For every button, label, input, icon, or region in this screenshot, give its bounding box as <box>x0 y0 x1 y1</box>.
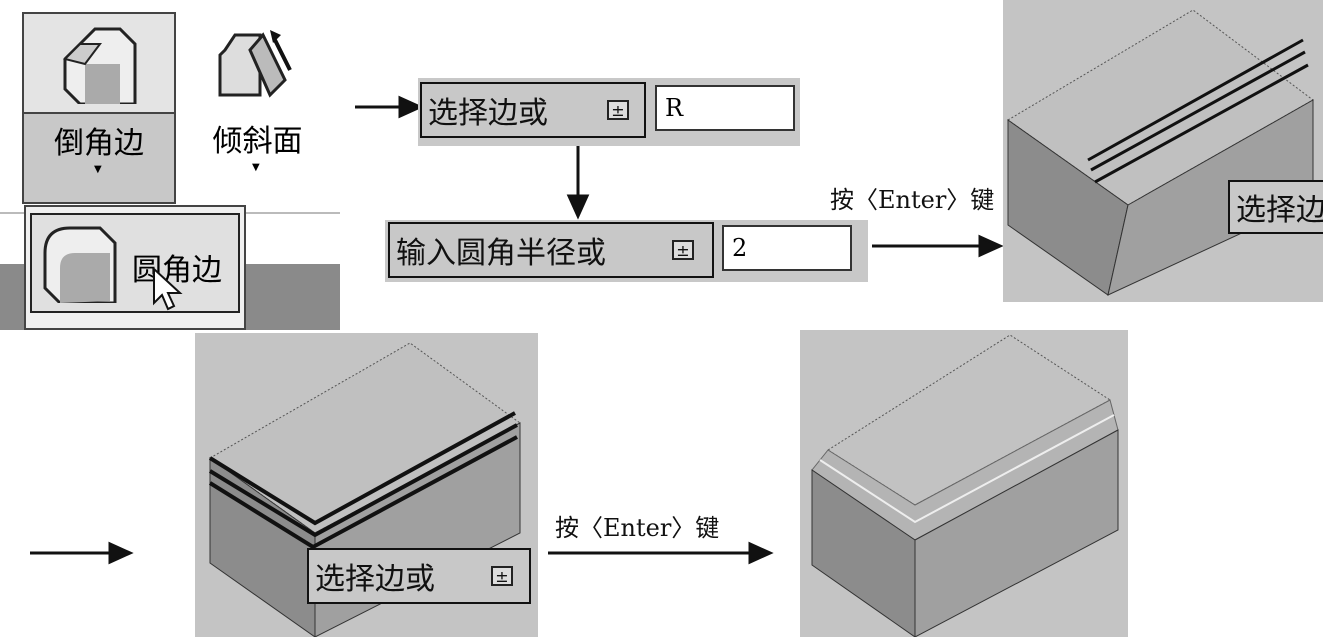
viewport-filleted-result <box>800 330 1128 637</box>
prompt-text: 选择边或 <box>315 562 435 597</box>
dropdown-menu: 圆角边 <box>24 205 246 330</box>
chamfer-label: 倒角边 <box>54 126 144 161</box>
taper-face-button[interactable]: 倾斜面 ▼ <box>200 20 315 190</box>
chamfer-icon <box>63 27 137 104</box>
radius-input[interactable]: 2 <box>722 225 852 271</box>
box-model <box>1007 9 1314 296</box>
expand-icon[interactable]: ± <box>491 566 513 586</box>
fillet-edge-menu-item[interactable]: 圆角边 <box>30 213 240 313</box>
expand-icon[interactable]: ± <box>607 100 629 120</box>
radius-option-input[interactable]: R <box>655 85 795 131</box>
select-edge-prompt: 选择边或 ± <box>307 548 531 604</box>
chamfer-edge-button[interactable]: 倒角边 ▼ <box>22 12 176 204</box>
select-edge-prompt: 选择边 <box>1228 180 1323 234</box>
press-enter-label: 按〈Enter〉键 <box>830 186 995 214</box>
chevron-down-icon: ▼ <box>94 164 102 175</box>
ribbon-panel: 倒角边 ▼ 倾斜面 ▼ 圆角边 <box>0 0 340 330</box>
fillet-label: 圆角边 <box>132 253 222 288</box>
viewport-selected-edge: 选择边 <box>1003 0 1323 302</box>
prompt-text: 选择边或 <box>428 96 548 131</box>
expand-icon[interactable]: ± <box>672 240 694 260</box>
fillet-radius-prompt: 输入圆角半径或 ± <box>388 222 714 278</box>
chevron-down-icon: ▼ <box>252 162 260 173</box>
cursor-icon <box>153 267 183 311</box>
select-edge-prompt: 选择边或 ± <box>420 82 646 138</box>
fillet-icon <box>43 226 117 303</box>
press-enter-label: 按〈Enter〉键 <box>555 514 720 542</box>
prompt-text: 输入圆角半径或 <box>396 236 606 271</box>
prompt-text: 选择边 <box>1236 193 1323 228</box>
taper-label: 倾斜面 <box>212 124 303 159</box>
taper-icon <box>218 30 292 98</box>
filleted-box-model <box>811 334 1119 637</box>
